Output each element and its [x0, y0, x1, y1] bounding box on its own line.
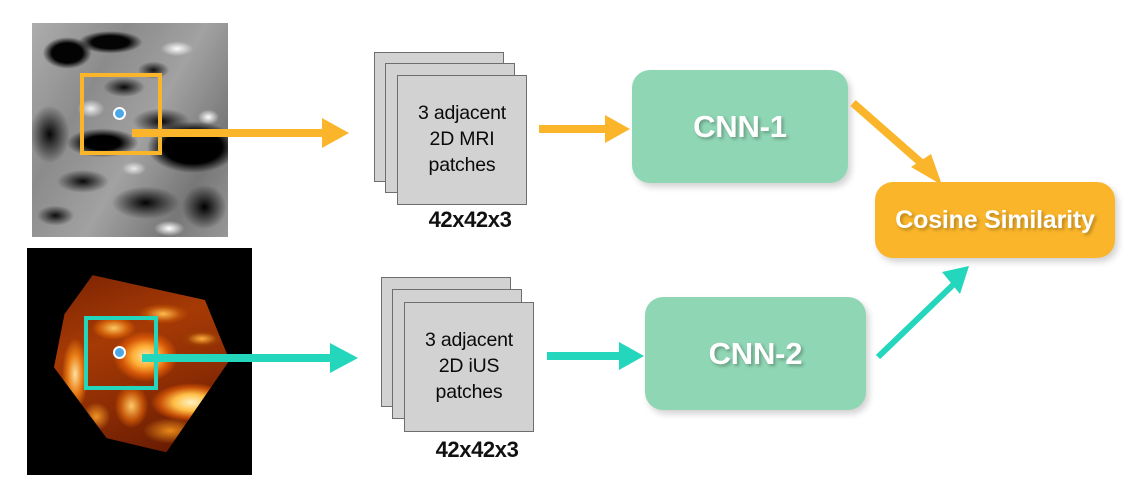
arrow-patches-to-cnn2	[547, 342, 644, 370]
arrow-cnn2-to-cosine	[875, 266, 969, 360]
ius-roi-box	[84, 316, 158, 390]
patch-card-front: 3 adjacent 2D iUS patches	[404, 302, 534, 432]
cnn2-label: CNN-2	[708, 335, 803, 371]
arrow-patches-to-cnn1	[539, 115, 630, 143]
cosine-similarity-box[interactable]: Cosine Similarity	[875, 182, 1115, 258]
cnn1-box[interactable]: CNN-1	[632, 70, 848, 183]
mri-roi-box	[80, 73, 162, 155]
mri-patch-stack-label: 3 adjacent 2D MRI patches	[418, 102, 506, 176]
mri-patch-dimension-label: 42x42x3	[428, 207, 512, 232]
cosine-similarity-label: Cosine Similarity	[895, 205, 1095, 234]
patch-card-front: 3 adjacent 2D MRI patches	[397, 75, 527, 205]
intraoperative-ultrasound-image	[27, 248, 252, 475]
arrow-cnn1-to-cosine	[850, 99, 942, 185]
ius-keypoint-dot	[113, 346, 126, 359]
cnn2-box[interactable]: CNN-2	[645, 297, 866, 410]
ius-patch-stack-label: 3 adjacent 2D iUS patches	[425, 329, 513, 403]
ius-patch-dimension-label: 42x42x3	[435, 437, 519, 462]
cnn1-label: CNN-1	[693, 108, 787, 144]
mri-slice-image	[32, 23, 228, 237]
mri-patch-stack: 3 adjacent 2D MRI patches	[374, 52, 534, 207]
ius-patch-stack: 3 adjacent 2D iUS patches	[381, 277, 541, 435]
mri-keypoint-dot	[113, 107, 126, 120]
